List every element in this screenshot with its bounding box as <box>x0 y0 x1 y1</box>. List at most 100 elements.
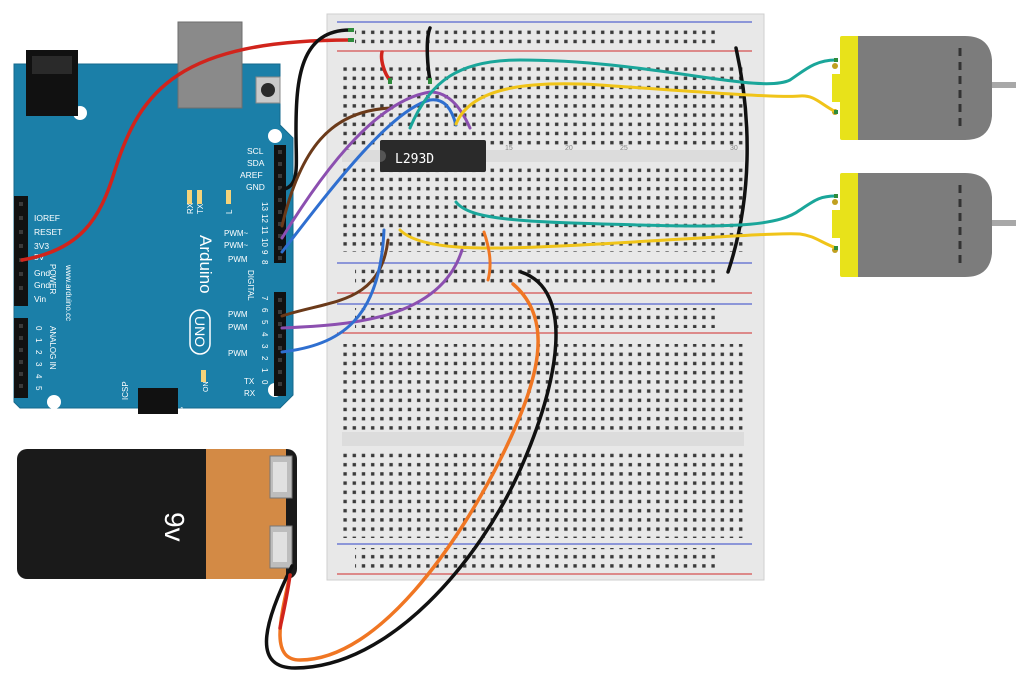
pin-number: 10 <box>260 238 269 247</box>
pin-label: IOREF <box>34 213 60 223</box>
tx-label: TX <box>196 203 205 214</box>
pin-number: 1 <box>260 368 269 373</box>
wire-battery-neg <box>264 270 558 670</box>
wire-brown-1 <box>280 106 394 228</box>
pin-label: GND <box>246 182 265 192</box>
tx-led <box>197 190 202 204</box>
terminal-block-d <box>342 450 744 538</box>
pin-number: 1 <box>34 338 43 343</box>
wire-battery-pos <box>278 282 540 662</box>
pin-number: 9 <box>260 250 269 255</box>
analog-header <box>14 318 28 398</box>
pwm-labels: PWM~ PWM~ PWM PWM PWM PWM <box>224 229 249 358</box>
wire-teal-1 <box>408 58 838 130</box>
battery-9v: 9v <box>17 449 297 579</box>
pin-number: 7 <box>260 296 269 301</box>
row-number: 20 <box>565 145 573 152</box>
wire-gnd <box>280 28 352 192</box>
rx-label: RX <box>186 202 195 214</box>
chip-label: L293D <box>395 152 434 167</box>
power-label: POWER <box>48 264 57 294</box>
pin-number: 11 <box>260 226 269 235</box>
digital-label: DIGITAL <box>246 270 255 301</box>
website-label: www.arduino.cc <box>64 264 73 321</box>
pin-number: 3 <box>34 362 43 367</box>
pin-number: 4 <box>34 374 43 379</box>
wire-teal-2 <box>454 194 838 228</box>
mount-hole <box>268 129 282 143</box>
wire-yellow-1 <box>454 82 838 126</box>
analog-numbers: 0 1 2 3 4 5 <box>34 326 43 391</box>
wire-yellow-2 <box>398 228 838 250</box>
wire-orange-jumper <box>482 230 492 282</box>
top-power-rail <box>355 26 715 46</box>
pin-number: 12 <box>260 214 269 223</box>
header-pins <box>19 150 282 388</box>
battery-label: 9v <box>159 512 190 542</box>
pin-label: SCL <box>247 146 264 156</box>
pwm-label: PWM~ <box>224 229 249 238</box>
pin-number: 3 <box>260 344 269 349</box>
analog-label: ANALOG IN <box>48 326 57 370</box>
mount-hole <box>47 395 61 409</box>
wire-purple-2 <box>280 248 464 330</box>
pin-label: AREF <box>240 170 263 180</box>
uno-badge <box>189 309 211 355</box>
l293d-chip: L293D <box>380 140 486 172</box>
wire-pins <box>348 28 838 250</box>
motor-2 <box>832 173 1016 277</box>
digital-header-bottom <box>274 292 286 396</box>
reset-button-cap <box>261 83 275 97</box>
pin-number: 8 <box>260 260 269 265</box>
icsp-pin-label: 1 <box>180 407 184 414</box>
pwm-label: PWM <box>228 255 248 264</box>
pwm-label: PWM~ <box>224 241 249 250</box>
row-number: 30 <box>730 145 738 152</box>
rx-pin-label: RX <box>244 389 256 398</box>
motor-1 <box>832 36 1016 140</box>
wire-purple-1 <box>280 90 472 240</box>
arduino-model: UNO <box>192 316 208 347</box>
rx-led <box>187 190 192 204</box>
power-header <box>14 196 28 306</box>
arduino-board: ICSP 1 RX TX L ON Arduino UNO www.arduin… <box>13 21 294 414</box>
digital-numbers-top: 13 12 11 10 9 8 <box>260 202 269 265</box>
tx-pin-label: TX <box>244 377 255 386</box>
arduino-brand: Arduino <box>196 235 215 294</box>
pin-number: 2 <box>34 350 43 355</box>
row-number: 15 <box>505 145 513 152</box>
pin-number: 0 <box>34 326 43 331</box>
pin-label: RESET <box>34 227 62 237</box>
pwm-label: PWM <box>228 323 248 332</box>
pwm-label: PWM <box>228 310 248 319</box>
digital-numbers-bottom: 7 6 5 4 3 2 1 0 <box>260 296 269 385</box>
pin-label: Gnd <box>34 268 50 278</box>
pin-number: 6 <box>260 308 269 313</box>
wire-brown-2 <box>280 238 390 318</box>
l-led-label: L <box>225 209 234 214</box>
wire-rail-black <box>425 26 432 82</box>
l-led <box>226 190 231 204</box>
breadboard: 1 5 10 15 20 25 30 <box>326 13 765 581</box>
digital-header-top <box>274 145 286 263</box>
terminal-block-a <box>342 62 744 148</box>
pwm-label: PWM <box>228 349 248 358</box>
pin-number: 5 <box>260 320 269 325</box>
wire-blue-1 <box>280 98 458 254</box>
pin-number: 5 <box>34 386 43 391</box>
wire-battery-red-lead <box>278 573 292 630</box>
on-label: ON <box>203 382 210 393</box>
pin-label: SDA <box>247 158 265 168</box>
pin-number: 4 <box>260 332 269 337</box>
pin-number: 13 <box>260 202 269 211</box>
icsp-header <box>138 388 178 414</box>
on-led <box>201 370 206 382</box>
pin-label: 3V3 <box>34 241 49 251</box>
pin-label: Vin <box>34 294 46 304</box>
icsp-label: ICSP <box>121 381 130 400</box>
wire-blue-2 <box>280 228 386 354</box>
wire-5v <box>20 38 352 262</box>
wires <box>20 26 838 670</box>
wire-rail-black-right <box>726 46 749 274</box>
